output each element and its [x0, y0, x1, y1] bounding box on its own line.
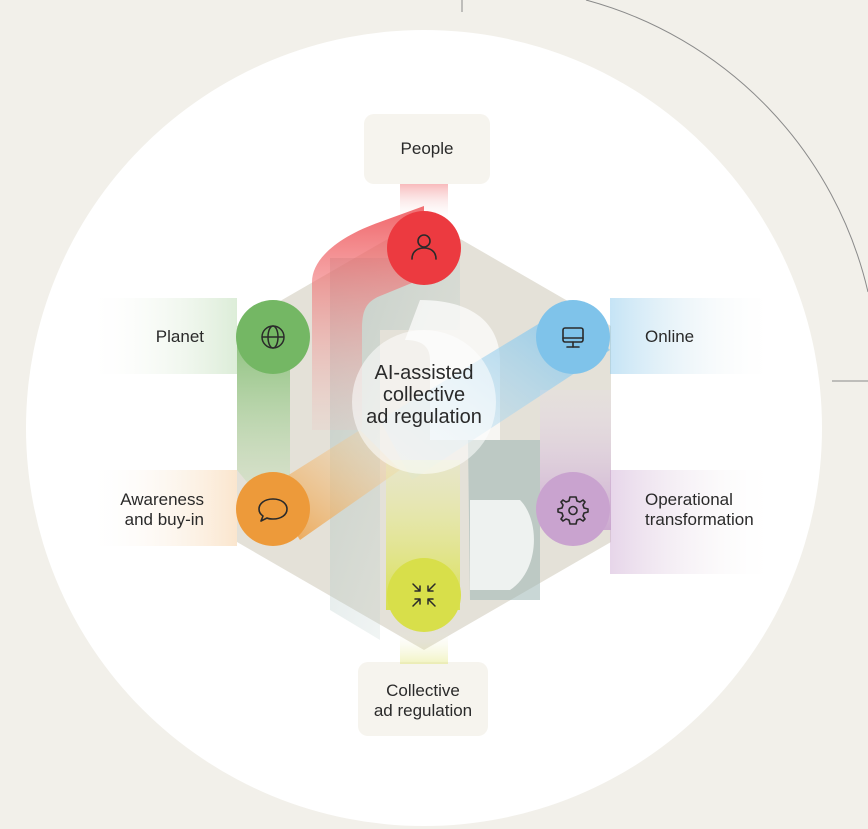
label-online: Online	[645, 327, 695, 346]
node-collective	[387, 558, 461, 632]
connector-collective	[400, 630, 448, 664]
label-panel-awareness	[92, 470, 237, 546]
center-title: AI-assisted collective ad regulation	[366, 362, 482, 428]
band-white-bottom	[470, 500, 534, 590]
collapse-arrows-icon	[412, 583, 436, 607]
label-panel-collective	[358, 662, 488, 736]
decorative-arc	[585, 0, 868, 293]
label-operational: Operational transformation	[645, 490, 754, 529]
label-planet: Planet	[155, 327, 204, 346]
center-disc	[352, 330, 496, 474]
chat-bubble-icon	[258, 498, 288, 522]
label-awareness: Awareness and buy-in	[120, 490, 204, 529]
gear-icon	[557, 496, 589, 525]
person-icon	[411, 234, 437, 260]
node-online	[536, 300, 610, 374]
band-neutral	[330, 258, 460, 640]
node-awareness	[236, 472, 310, 546]
label-collective: Collective ad regulation	[373, 681, 473, 720]
label-panel-people	[364, 114, 490, 184]
label-panel-planet	[92, 298, 237, 374]
label-people: People	[400, 139, 454, 158]
globe-icon	[261, 325, 285, 349]
monitor-icon	[562, 327, 584, 348]
node-operational	[536, 472, 610, 546]
label-panel-operational	[610, 470, 768, 574]
label-panel-online	[610, 298, 768, 374]
